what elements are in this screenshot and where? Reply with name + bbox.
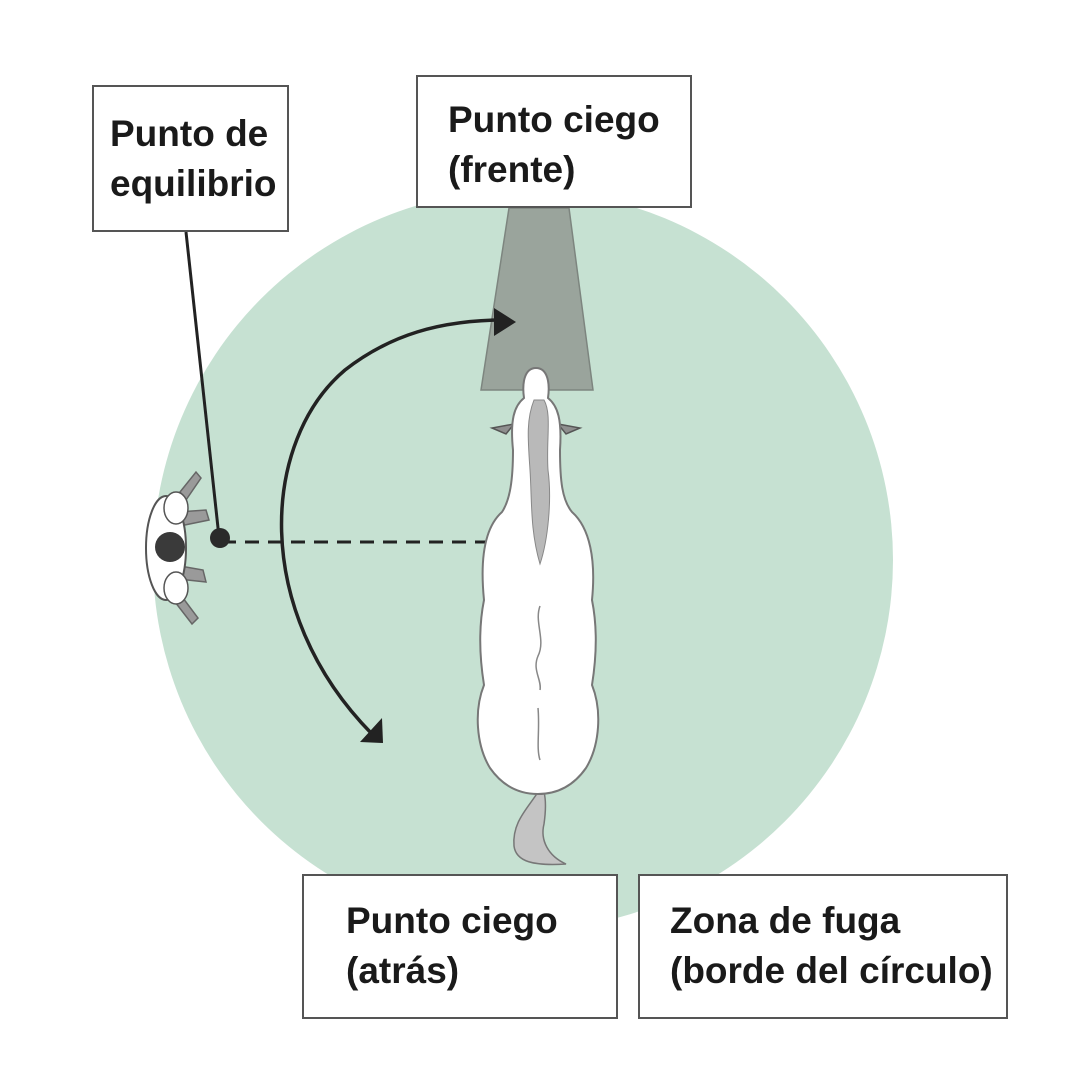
arrowhead-top: [494, 308, 516, 336]
balance-point-label-line-2: equilibrio: [110, 163, 277, 204]
balance-point-label: Punto de equilibrio: [92, 85, 289, 232]
balance-point-dot: [210, 528, 230, 548]
blind-spot-front-label: Punto ciego (frente): [416, 75, 692, 208]
blind-spot-back-label: Punto ciego (atrás): [302, 874, 618, 1019]
blind-spot-back-label-line-1: Punto ciego: [346, 900, 558, 941]
blind-spot-back-label-line-2: (atrás): [346, 950, 460, 991]
movement-arc-arrow: [279, 318, 506, 736]
balance-point-label-line-1: Punto de: [110, 113, 269, 154]
horse-top-view-icon: [476, 366, 600, 866]
flight-zone-label-line-2: (borde del círculo): [670, 950, 993, 991]
blind-spot-front-cone: [480, 207, 594, 391]
blind-spot-front-label-line-1: Punto ciego: [448, 99, 660, 140]
flight-zone-label: Zona de fuga (borde del círculo): [638, 874, 1008, 1019]
balance-point-leader-line: [184, 231, 221, 538]
blind-spot-front-label-line-2: (frente): [448, 149, 576, 190]
flight-zone-label-line-1: Zona de fuga: [670, 900, 901, 941]
arrowhead-bottom: [360, 718, 383, 743]
handler-top-view-icon: [145, 470, 210, 626]
